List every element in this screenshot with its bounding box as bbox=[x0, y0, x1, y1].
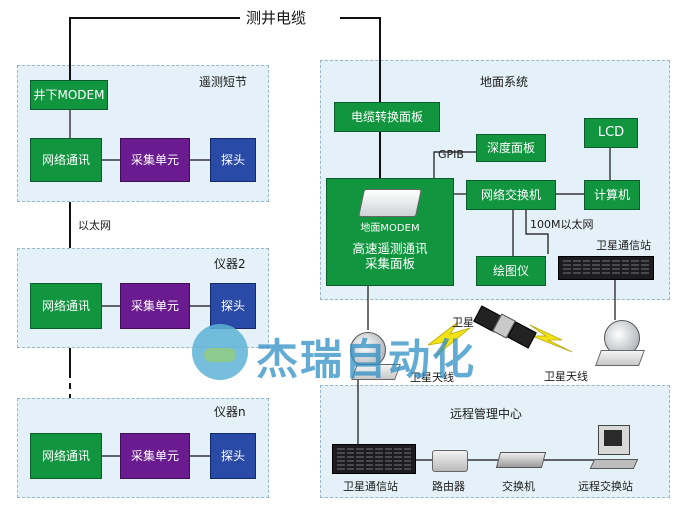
watermark-logo-icon bbox=[192, 324, 248, 380]
downhole-modem: 井下MODEM bbox=[30, 80, 108, 110]
acq-unit-box: 采集单元 bbox=[120, 138, 190, 182]
ground-sat-station-icon bbox=[558, 256, 654, 280]
lcd-box: LCD bbox=[584, 118, 638, 148]
remote-station-label: 远程交换站 bbox=[578, 480, 633, 493]
switch-label: 交换机 bbox=[502, 480, 535, 493]
downhole-title: 遥测短节 bbox=[199, 75, 248, 89]
satellite-icon bbox=[473, 304, 537, 349]
remote-center-title: 远程管理中心 bbox=[450, 407, 523, 421]
ethernet-label: 以太网 bbox=[78, 219, 111, 232]
gpib-label: GPIB bbox=[438, 148, 464, 161]
right-antenna-icon bbox=[592, 318, 650, 368]
network-switch-box: 网络交换机 bbox=[466, 180, 556, 210]
acq-unit-box: 采集单元 bbox=[120, 283, 190, 329]
acq-unit-box: 采集单元 bbox=[120, 433, 190, 479]
ethernet-100m-label: 100M以太网 bbox=[530, 218, 594, 231]
cable-converter-board: 电缆转换面板 bbox=[334, 102, 440, 132]
switch-icon bbox=[495, 452, 547, 468]
router-icon bbox=[432, 450, 468, 472]
remote-sat-station-icon bbox=[332, 444, 416, 474]
satellite-label: 卫星 bbox=[452, 316, 474, 329]
plotter-box: 绘图仪 bbox=[476, 256, 546, 286]
cable-label: 测井电缆 bbox=[246, 9, 307, 27]
probe-box: 探头 bbox=[210, 433, 256, 479]
left-antenna-label: 卫星天线 bbox=[410, 371, 454, 384]
net-comm-box: 网络通讯 bbox=[30, 433, 102, 479]
remote-sat-station-label: 卫星通信站 bbox=[343, 480, 398, 493]
instrumentn-title: 仪器n bbox=[214, 405, 246, 419]
computer-box: 计算机 bbox=[584, 180, 640, 210]
net-comm-box: 网络通讯 bbox=[30, 138, 102, 182]
modem-device-icon bbox=[358, 189, 422, 217]
hs-board-label: 高速遥测通讯 采集面板 bbox=[352, 240, 428, 272]
probe-box: 探头 bbox=[210, 283, 256, 329]
watermark-text: 杰瑞自动化 bbox=[256, 335, 477, 384]
computer-icon bbox=[589, 425, 639, 473]
net-comm-box: 网络通讯 bbox=[30, 283, 102, 329]
ground-sat-station-label: 卫星通信站 bbox=[596, 239, 651, 252]
router-label: 路由器 bbox=[432, 480, 465, 493]
depth-board: 深度面板 bbox=[476, 134, 546, 162]
instrument2-title: 仪器2 bbox=[214, 257, 246, 271]
ground-modem-label: 地面MODEM bbox=[360, 223, 420, 234]
left-antenna-icon bbox=[344, 330, 402, 382]
high-speed-telemetry-board: 地面MODEM 高速遥测通讯 采集面板 bbox=[326, 178, 454, 286]
ground-system-title: 地面系统 bbox=[480, 75, 529, 89]
probe-box: 探头 bbox=[210, 138, 256, 182]
right-antenna-label: 卫星天线 bbox=[544, 370, 588, 383]
